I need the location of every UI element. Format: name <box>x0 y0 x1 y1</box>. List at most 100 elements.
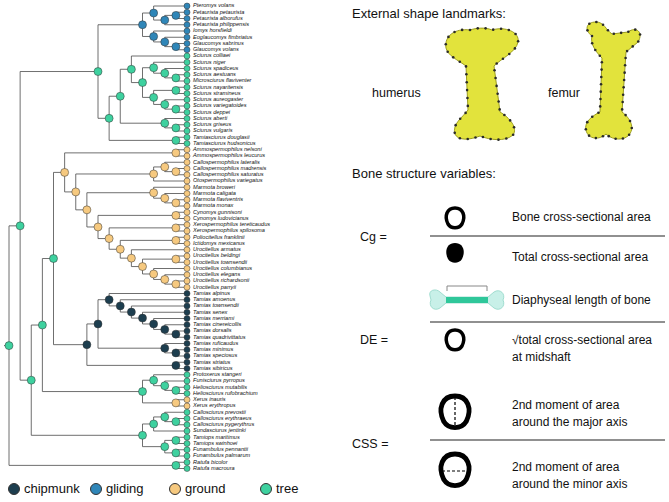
ancestral-state-dot <box>127 308 135 316</box>
species-label: Urocitellus armatus <box>193 246 241 253</box>
tip-dot <box>184 191 190 197</box>
tip-dot <box>184 259 190 265</box>
species-label: Xerus erythropus <box>193 402 236 409</box>
tip-dot <box>184 72 190 78</box>
ancestral-state-dot <box>150 170 158 178</box>
tip-dot <box>184 16 190 22</box>
species-label: Sciurus aureogaster <box>193 96 243 103</box>
species-label: Ammospermophilus nelsoni <box>193 146 262 153</box>
landmark-dot <box>599 90 602 93</box>
species-label: Tamiops maritimus <box>193 434 240 441</box>
tip-dot <box>184 366 190 372</box>
landmark-dot <box>595 21 598 24</box>
tip-dot <box>184 347 190 353</box>
tree-branch <box>120 96 165 123</box>
landmark-dot <box>631 45 634 48</box>
ancestral-state-dot <box>105 296 113 304</box>
landmark-dot <box>637 40 640 43</box>
ancestral-state-dot <box>150 93 158 101</box>
tree-branch <box>31 380 142 435</box>
tip-dot <box>184 441 190 447</box>
landmark-dot <box>469 29 472 32</box>
tree-branch <box>154 424 187 431</box>
variable-name: CSS = <box>352 436 388 453</box>
tree-branch <box>87 193 154 210</box>
landmark-dot <box>622 86 625 89</box>
ancestral-state-dot <box>94 223 102 231</box>
species-label: Sciurus colliaei <box>193 52 230 59</box>
ancestral-state-dot <box>150 376 158 384</box>
tree-branch <box>143 392 176 403</box>
hollow-section <box>441 454 469 486</box>
landmark-dot <box>495 62 498 65</box>
landmark-dot <box>453 31 456 34</box>
tip-dot <box>184 316 190 322</box>
tip-dot <box>184 3 190 9</box>
species-label: Microsciurus flaviventer <box>193 77 251 84</box>
landmark-dot <box>447 36 450 39</box>
ancestral-state-dot <box>116 302 124 310</box>
landmark-dot <box>465 81 468 84</box>
tip-dot <box>184 234 190 240</box>
bone-name: femur <box>548 85 580 102</box>
landmark-dot <box>623 71 626 74</box>
species-label: Sciurus variegatoides <box>193 102 246 109</box>
landmark-dot <box>626 50 629 53</box>
tip-dot <box>184 297 190 303</box>
length-bracket <box>447 286 487 291</box>
species-label: Tamias merriami <box>193 315 234 322</box>
tree-branch <box>154 6 187 13</box>
ancestral-state-dot <box>161 325 169 333</box>
landmark-dot <box>492 28 495 31</box>
ancestral-state-dot <box>105 235 113 243</box>
tree-branch <box>42 325 142 392</box>
tip-dot <box>184 391 190 397</box>
ancestral-state-dot <box>161 275 169 283</box>
tip-dot <box>184 459 190 465</box>
ancestral-state-dot <box>139 388 147 396</box>
tip-dot <box>184 434 190 440</box>
species-label: Tamias townsendii <box>193 302 239 309</box>
legend-swatch <box>8 483 20 495</box>
ancestral-state-dot <box>161 69 169 77</box>
species-label: Sciurus aestuans <box>193 71 236 78</box>
landmark-dot <box>497 100 500 103</box>
ancestral-state-dot <box>72 188 80 196</box>
ancestral-state-dot <box>172 330 180 338</box>
species-label: Callosciurus prevostii <box>193 409 246 416</box>
ancestral-state-dot <box>161 413 169 421</box>
ancestral-state-dot <box>38 321 46 329</box>
ancestral-state-dot <box>94 68 102 76</box>
species-label: Urocitellus townsendii <box>193 259 247 266</box>
ancestral-state-dot <box>172 386 180 394</box>
species-label: Xerus inauris <box>193 396 226 403</box>
species-label: Protoxerus stangeri <box>193 371 242 378</box>
landmark-dot <box>514 33 517 36</box>
species-label: Otospermophilus variegatus <box>193 177 263 184</box>
tip-dot <box>184 178 190 184</box>
landmark-dot <box>602 135 605 138</box>
ancestral-state-dot <box>127 65 135 73</box>
diaphysis-segment <box>446 297 488 303</box>
hollow-section <box>446 330 464 350</box>
ancestral-state-dot <box>172 449 180 457</box>
tip-dot <box>184 66 190 72</box>
species-label: Callosciurus erythraeus <box>193 415 251 422</box>
landmark-dot <box>599 54 602 57</box>
landmark-dot <box>508 29 511 32</box>
ancestral-state-dot <box>27 376 35 384</box>
landmark-dot <box>624 114 627 117</box>
landmark-dot <box>461 29 464 32</box>
landmark-dot <box>613 32 616 35</box>
species-label: Sciurus spadiceus <box>193 65 238 72</box>
ancestral-state-dot <box>172 11 180 19</box>
tip-dot <box>184 247 190 253</box>
ancestral-state-dot <box>150 32 158 40</box>
ancestral-state-dot <box>83 206 91 214</box>
ancestral-state-dot <box>139 21 147 29</box>
landmark-dots <box>444 21 641 141</box>
ancestral-state-dot <box>161 443 169 451</box>
species-label: Tamias quadrivittatus <box>193 334 246 341</box>
landmark-dot <box>512 133 515 136</box>
landmark-dot <box>622 93 625 96</box>
